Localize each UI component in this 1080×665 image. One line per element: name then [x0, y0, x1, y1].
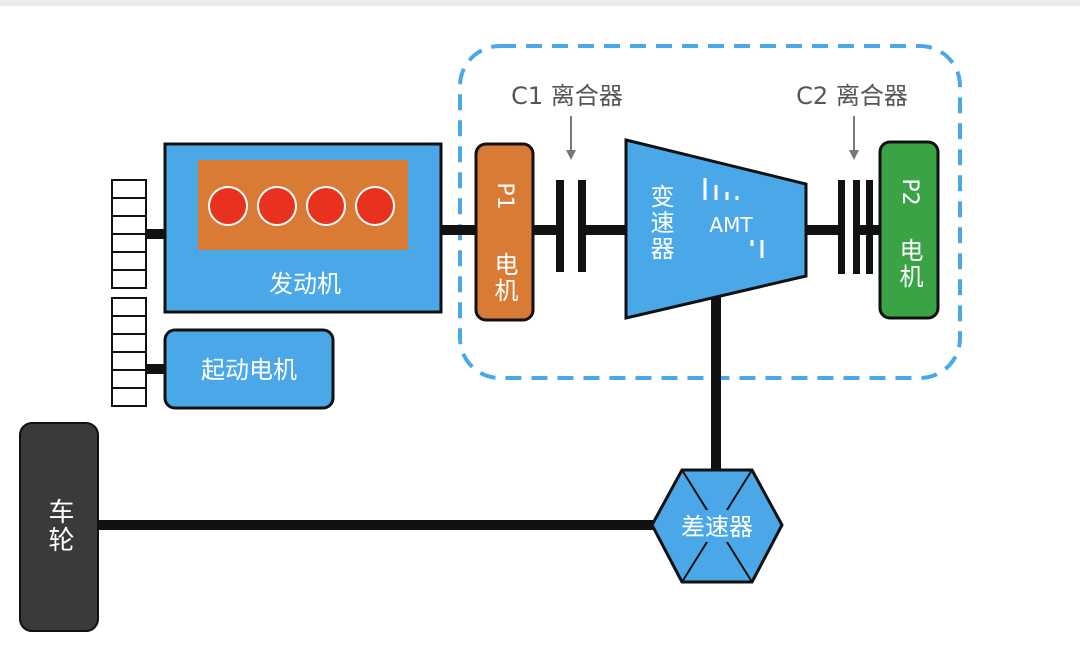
p1-motor-word: 电机 [490, 252, 518, 304]
c2-clutch-label: C2 离合器 [796, 82, 908, 110]
c1-clutch: C1 离合器 [511, 82, 623, 272]
c1-pointer-head [566, 150, 576, 160]
engine: 发动机 [163, 142, 443, 314]
transmission: 变速器 AMT [624, 138, 808, 320]
differential: 差速器 [650, 468, 784, 584]
flywheel-lower [111, 297, 147, 407]
wheel-label: 车轮 [44, 498, 74, 554]
p2-motor: P2 电机 [878, 140, 940, 320]
amt-label: AMT [709, 213, 753, 237]
gear-marks [703, 178, 764, 258]
p2-motor-word: 电机 [895, 238, 923, 290]
c2-pointer-head [849, 150, 859, 160]
cylinder-3 [306, 186, 346, 226]
starter-motor: 起动电机 [163, 328, 335, 410]
shafts [96, 225, 882, 530]
engine-cylinders [208, 186, 395, 226]
p2-motor-code: P2 [897, 178, 922, 205]
c1-clutch-label: C1 离合器 [511, 82, 623, 110]
cylinder-1 [208, 186, 248, 226]
c2-clutch: C2 离合器 [796, 82, 908, 274]
top-strip [0, 0, 1080, 6]
p1-motor: P1 电机 [474, 142, 535, 322]
differential-label-bg [672, 510, 762, 542]
flywheel-upper [111, 179, 147, 289]
cylinder-2 [257, 186, 297, 226]
differential-label: 差速器 [681, 513, 753, 541]
p1-motor-code: P1 [492, 182, 517, 209]
transmission-label: 变速器 [646, 184, 674, 262]
hybrid-module-boundary [458, 44, 962, 380]
cylinder-4 [355, 186, 395, 226]
starter-motor-label: 起动电机 [201, 356, 297, 384]
wheel: 车轮 [19, 422, 99, 632]
engine-label: 发动机 [269, 270, 341, 298]
